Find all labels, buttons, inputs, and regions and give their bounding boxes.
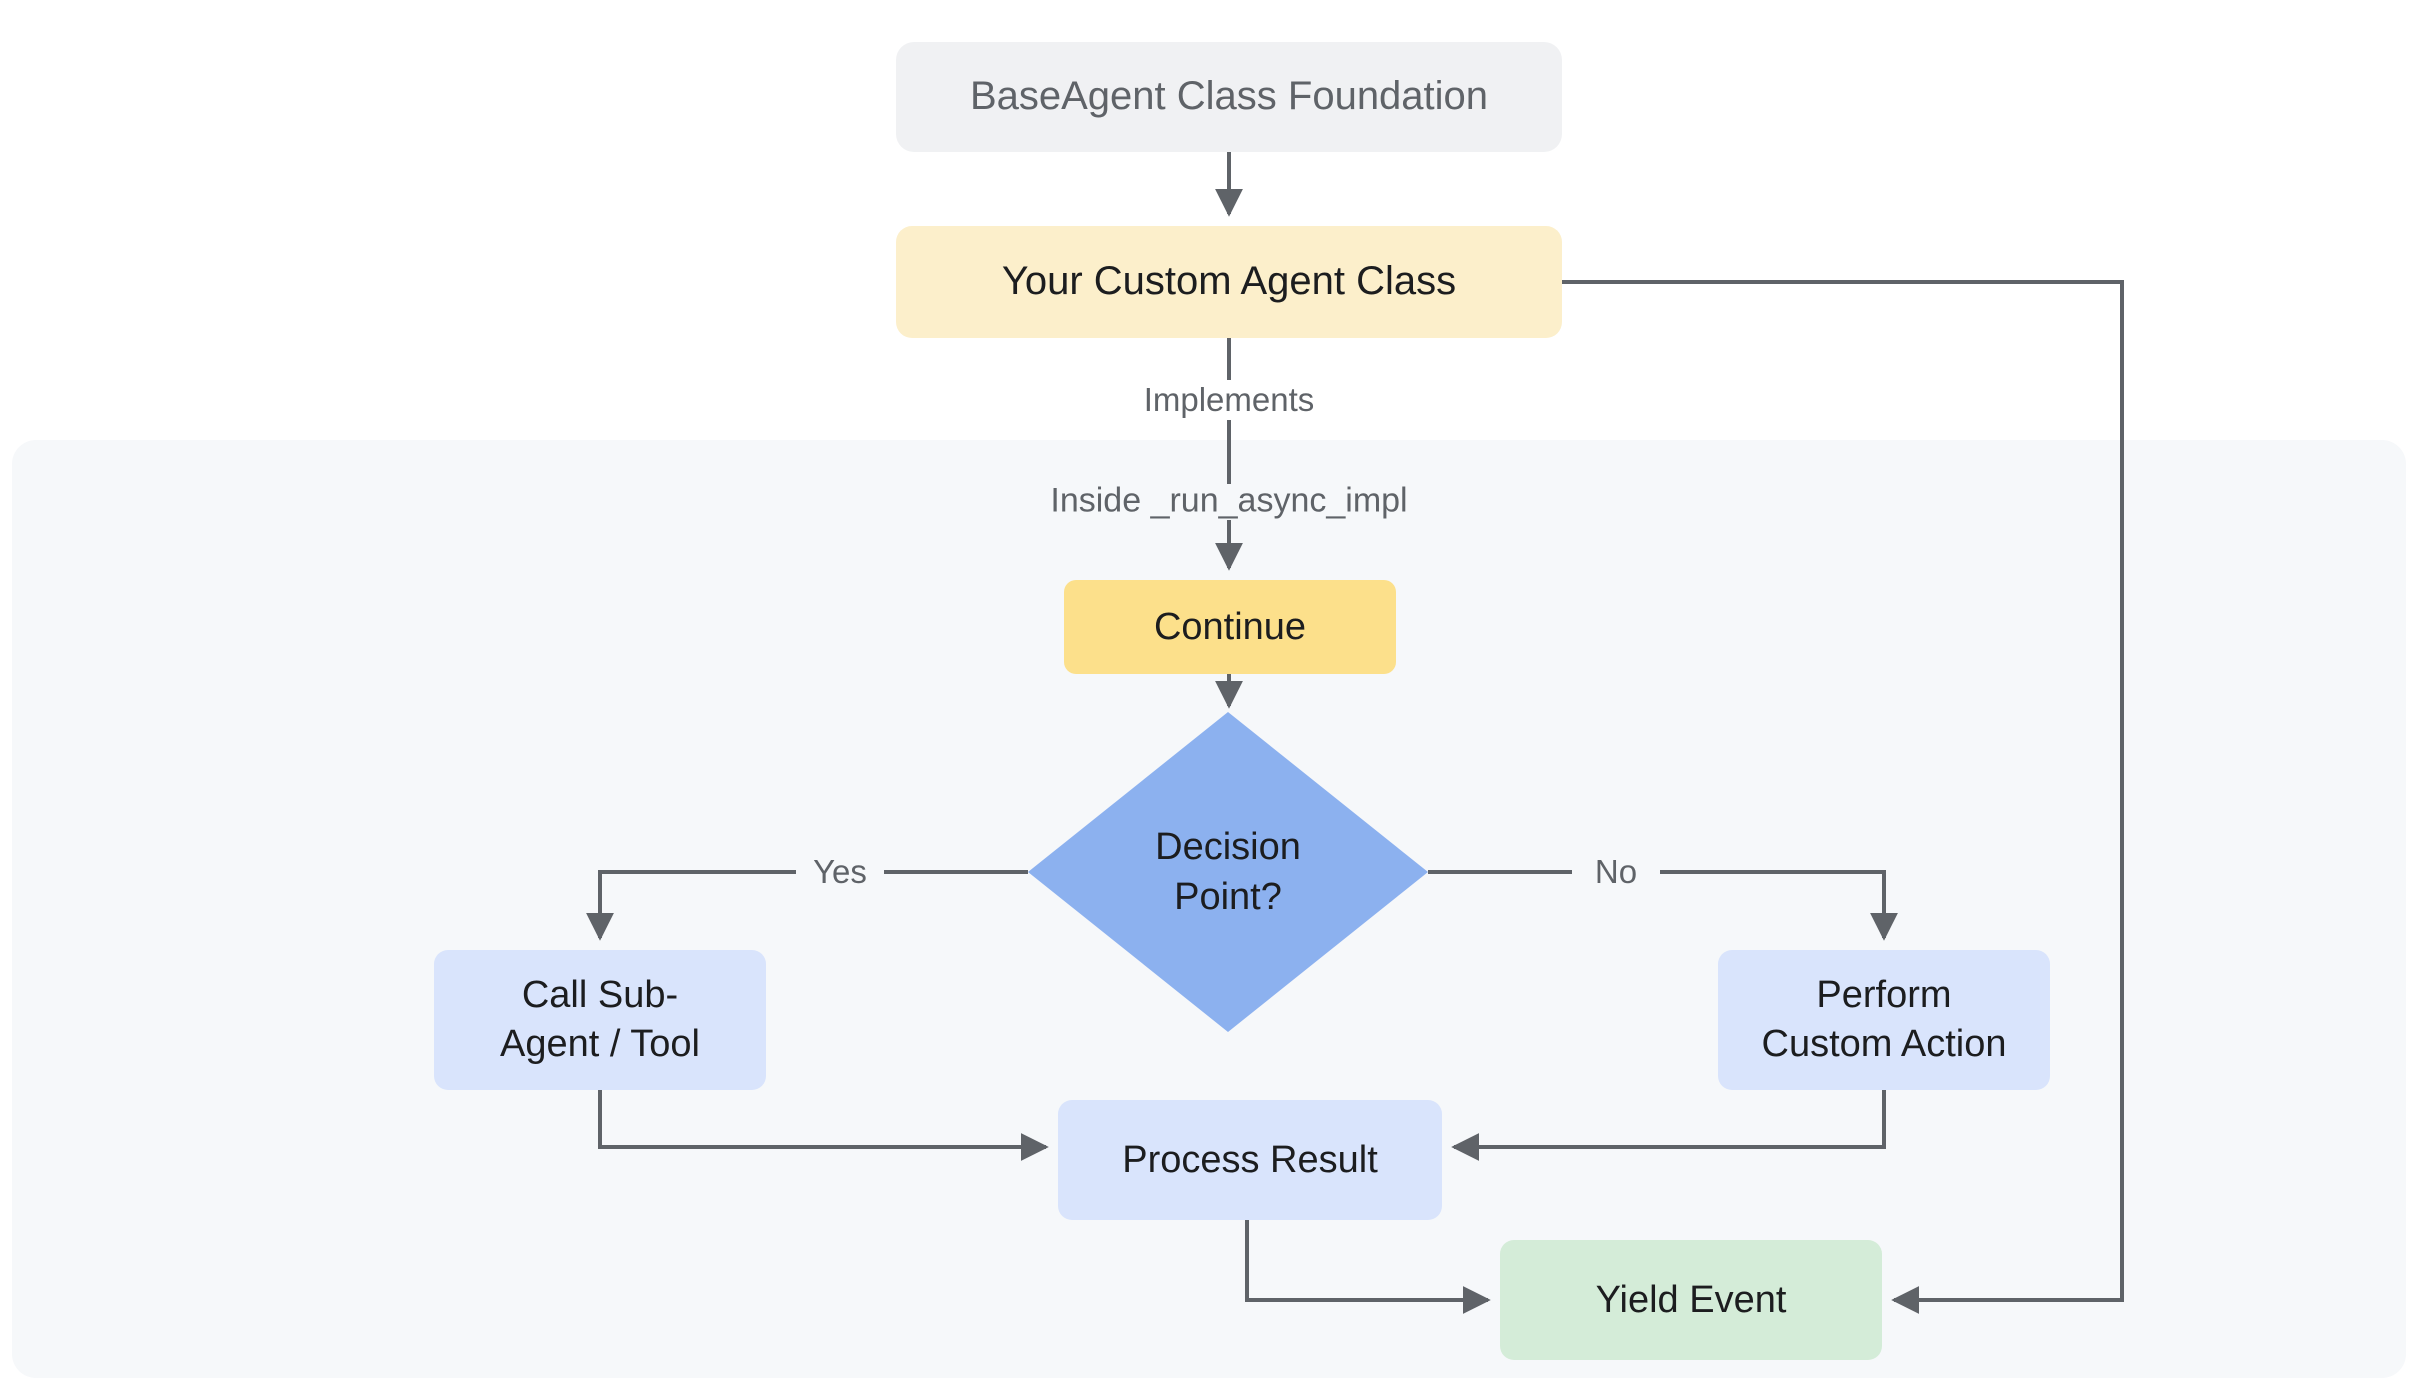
node-perform-custom-action[interactable]: Perform Custom Action bbox=[1718, 950, 2050, 1090]
node-call-sub-agent-tool[interactable]: Call Sub- Agent / Tool bbox=[434, 950, 766, 1090]
node-call-sub-agent-label: Call Sub- Agent / Tool bbox=[499, 974, 700, 1065]
edge-label-implements: Implements bbox=[1143, 381, 1315, 418]
node-your-custom-agent-class[interactable]: Your Custom Agent Class bbox=[896, 226, 1562, 338]
node-process-result-label: Process Result bbox=[1122, 1138, 1378, 1181]
edge-label-no: No bbox=[1594, 853, 1638, 890]
node-decision-point[interactable]: Decision Point? bbox=[1028, 712, 1428, 1032]
node-custom-agent-label: Your Custom Agent Class bbox=[1001, 259, 1457, 304]
node-base-agent-class-foundation[interactable]: BaseAgent Class Foundation bbox=[896, 42, 1562, 152]
node-decision-point-label: Decision Point? bbox=[1155, 825, 1301, 918]
subgraph-title-inside-run-async-impl: Inside _run_async_impl bbox=[1050, 481, 1408, 520]
node-yield-event-label: Yield Event bbox=[1595, 1278, 1787, 1321]
node-process-result[interactable]: Process Result bbox=[1058, 1100, 1442, 1220]
node-perform-custom-action-label: Perform Custom Action bbox=[1761, 974, 2007, 1065]
edge-label-yes: Yes bbox=[813, 853, 867, 890]
node-continue[interactable]: Continue bbox=[1064, 580, 1396, 674]
node-base-agent-label: BaseAgent Class Foundation bbox=[969, 74, 1489, 119]
node-continue-label: Continue bbox=[1153, 605, 1307, 648]
node-yield-event[interactable]: Yield Event bbox=[1500, 1240, 1882, 1360]
